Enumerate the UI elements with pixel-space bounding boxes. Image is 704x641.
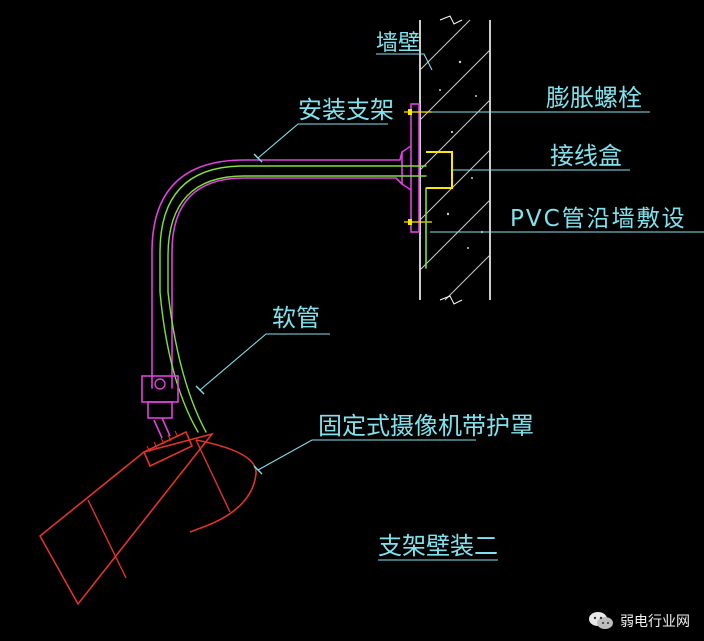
pan-tilt-mount [141,375,179,439]
watermark: 弱电行业网 [588,611,690,631]
label-junction-box: 接线盒 [550,142,622,170]
leader-ticks [195,153,263,475]
wall-plate [410,103,420,233]
expansion-bolts [404,109,432,225]
conduit-hose [159,165,427,433]
leader-camera [257,439,476,471]
wall-hatch [419,19,491,301]
label-expansion-bolt: 膨胀螺栓 [546,84,642,112]
label-pvc-conduit: PVC管沿墙敷设 [510,206,687,232]
wall [419,15,491,305]
label-camera: 固定式摄像机带护罩 [318,412,534,440]
leader-hose [199,333,330,391]
leader-wall [376,53,433,71]
junction-box [426,151,453,189]
diagram-title: 支架壁装二 [378,532,498,560]
label-wall: 墙壁 [376,31,420,56]
label-hose: 软管 [272,304,320,332]
wall-break-top [439,15,463,25]
wall-aggregate [439,60,484,249]
label-bracket: 安装支架 [298,96,394,124]
wechat-icon [589,612,613,629]
watermark-text: 弱电行业网 [620,614,690,630]
wall-break-bottom [439,295,463,305]
leader-bracket [257,123,388,159]
camera-housing [38,430,257,606]
mounting-bracket [151,145,412,389]
leader-lines [199,53,704,561]
